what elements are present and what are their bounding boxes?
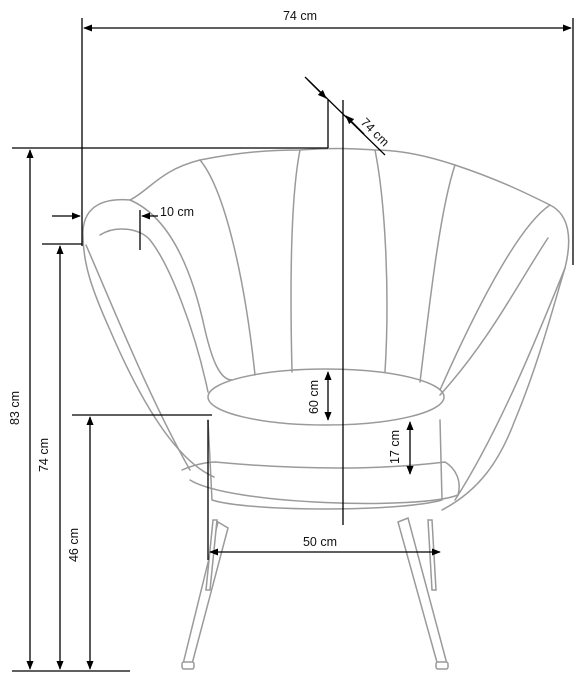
chair-foot-right [435, 661, 449, 670]
chair-left-arm [99, 228, 209, 393]
chair-outline [82, 147, 570, 670]
label-seat-height: 46 cm [67, 528, 81, 562]
chair-base-bottom [189, 479, 459, 505]
chair-right-arm [439, 237, 549, 396]
chair-foot-left [181, 661, 195, 670]
chair-petal-1 [129, 199, 233, 381]
dimension-lines [12, 18, 574, 672]
chair-left-arm-outer [85, 244, 191, 471]
chair-outer-shell [82, 147, 570, 511]
chair-petal-6 [439, 204, 551, 391]
label-width-top: 74 cm [283, 9, 317, 23]
label-height-arm: 74 cm [37, 438, 51, 472]
chair-leg-back-right [427, 519, 437, 591]
chair-leg-front-left [182, 520, 229, 665]
label-seat-depth: 60 cm [307, 380, 321, 414]
dim-depth-diag-arrow-b [345, 115, 365, 135]
label-armrest: 10 cm [160, 205, 194, 219]
chair-right-arm-outer [454, 267, 566, 501]
label-height-total: 83 cm [8, 391, 22, 425]
chair-petal-5 [419, 164, 456, 383]
chair-base [181, 461, 460, 496]
chair-seat-front [207, 419, 443, 510]
chair-seat-top [207, 368, 445, 426]
chair-petal-2 [199, 159, 256, 376]
chair-leg-front-right [397, 516, 448, 667]
label-seat-width: 50 cm [303, 535, 337, 549]
dim-depth-diag-arrow-a [307, 79, 327, 99]
label-seat-thickness: 17 cm [388, 430, 402, 464]
chair-petal-4 [374, 149, 388, 373]
chair-petal-3 [290, 149, 301, 373]
